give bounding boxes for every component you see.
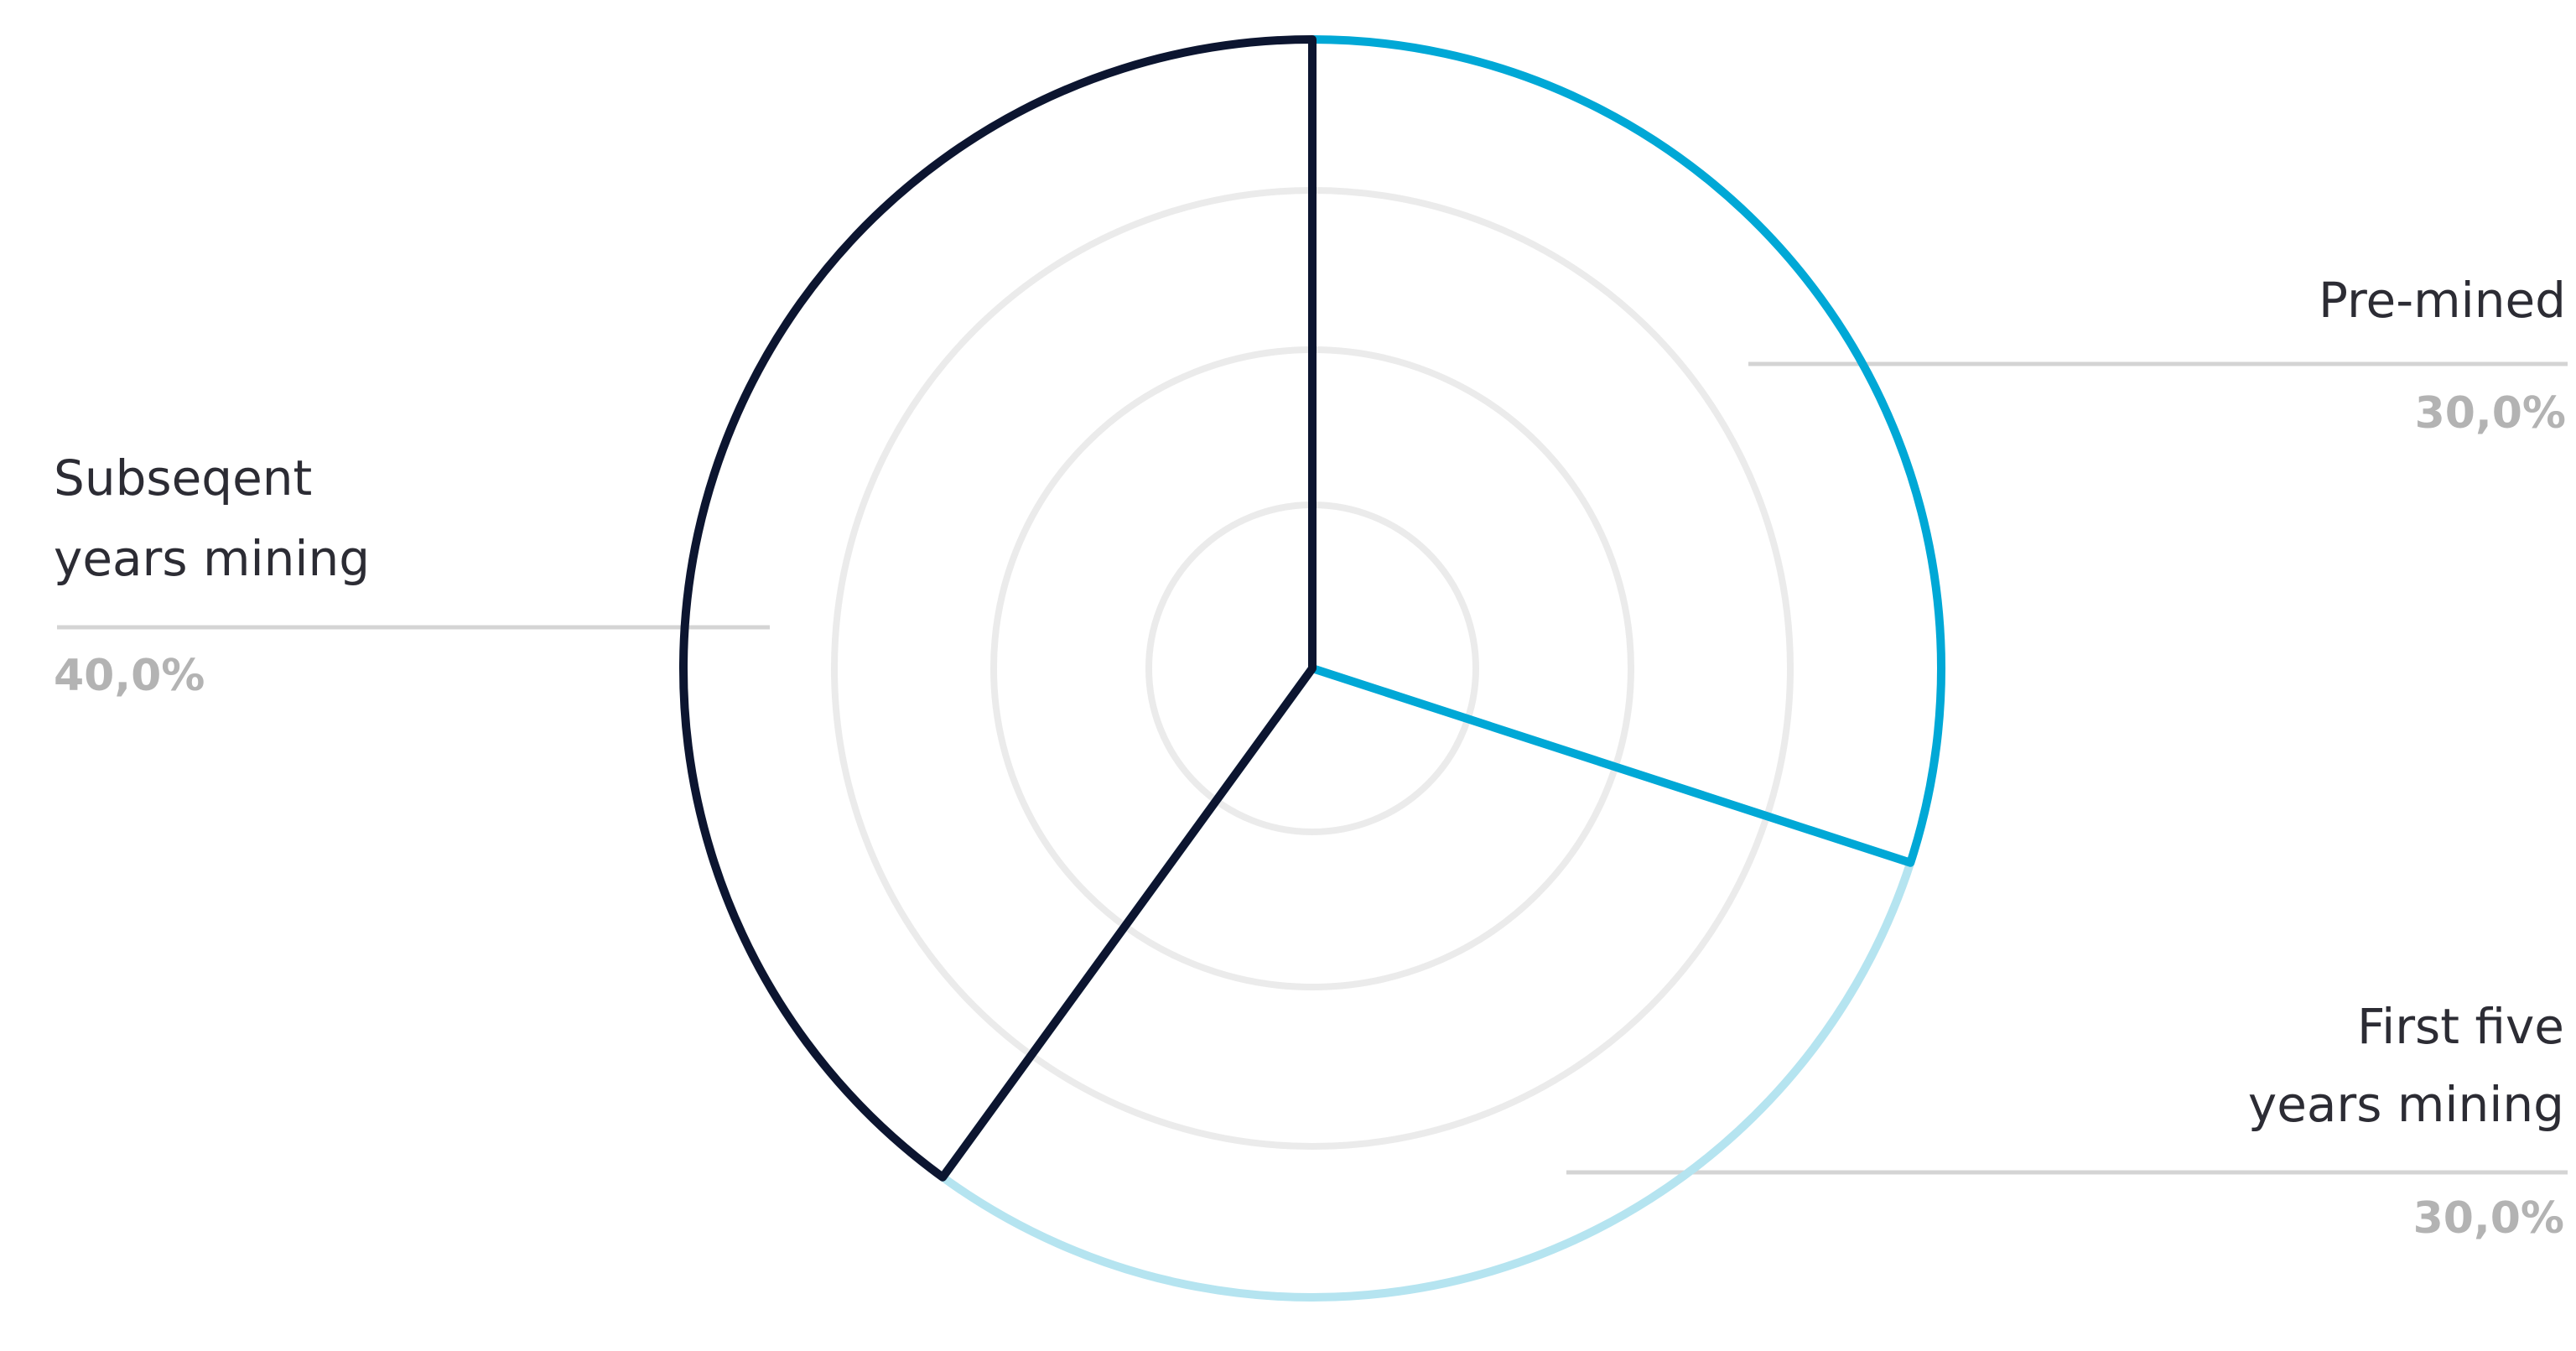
value-label-first-five-years-mining: 30,0% xyxy=(2413,1193,2564,1244)
value-label-pre-mined: 30,0% xyxy=(2415,388,2566,439)
pie-slices xyxy=(679,35,1945,1302)
legend-label-pre-mined: Pre-mined xyxy=(2319,272,2566,329)
legend-label-first-five-years-mining-line-2: years mining xyxy=(2248,1076,2564,1133)
value-label-subsequent-years-mining: 40,0% xyxy=(54,651,205,701)
pie-slice-subsequent-years-mining xyxy=(679,35,1317,1182)
legend-label-subsequent-years-mining-line-2: years mining xyxy=(54,530,370,587)
legend-label-subsequent-years-mining-line-1: Subseqent xyxy=(54,449,312,507)
legend-label-first-five-years-mining-line-1: First five xyxy=(2357,998,2564,1055)
pie-slice-pre-mined xyxy=(1308,35,1945,867)
slice-labels: Pre-mined 30,0% First five years mining 30,0… xyxy=(54,272,2566,1244)
pie-slice-first-five-years-mining xyxy=(938,664,1915,1302)
legend-leader-lines xyxy=(57,361,2568,1175)
